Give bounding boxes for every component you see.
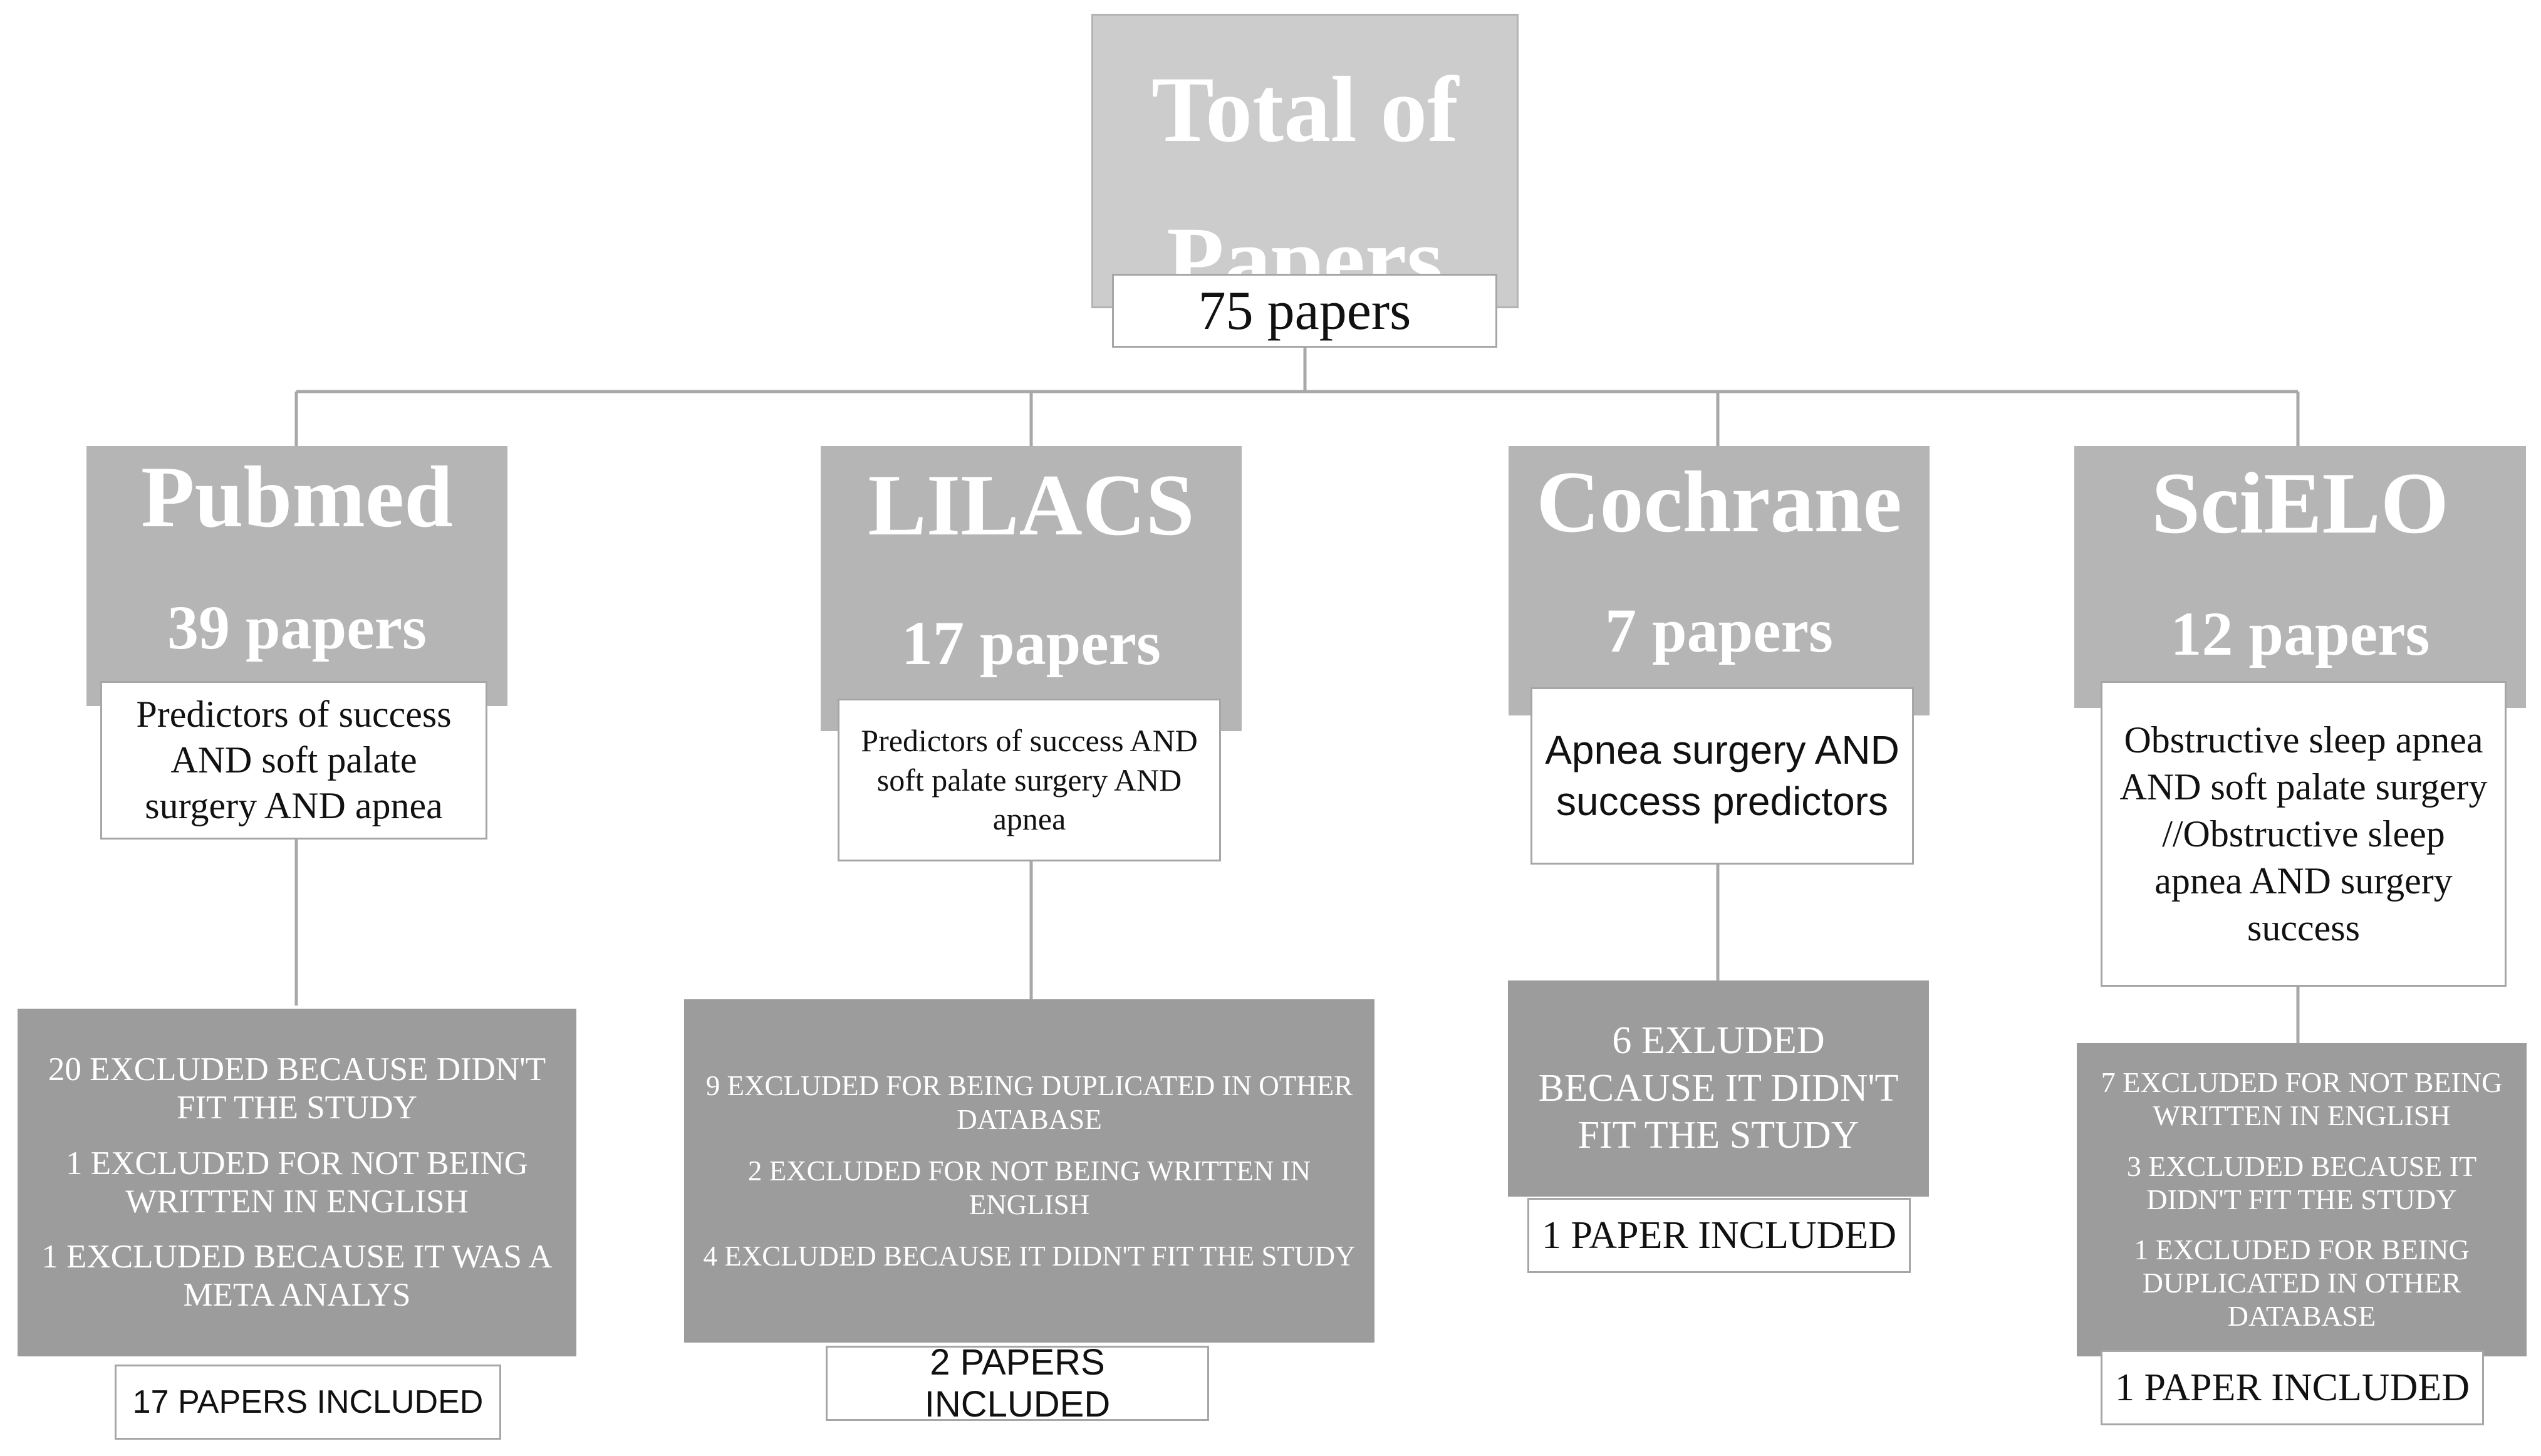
search-terms-cochrane: Apnea surgery AND success predictors: [1530, 687, 1914, 865]
exclusion-item: 3 EXCLUDED BECAUSE IT DIDN'T FIT THE STU…: [2126, 1150, 2477, 1215]
included-text-cochrane: 1 PAPER INCLUDED: [1541, 1214, 1897, 1257]
included-lilacs: 2 PAPERS INCLUDED: [826, 1342, 1209, 1425]
exclusions-pubmed: 20 EXCLUDED BECAUSE DIDN'T FIT THE STUDY…: [18, 1009, 576, 1356]
exclusion-item: 9 EXCLUDED FOR BEING DUPLICATED IN OTHER…: [705, 1070, 1353, 1135]
exclusion-item: 6 EXLUDED BECAUSE IT DIDN'T FIT THE STUD…: [1538, 1019, 1899, 1157]
total-count: 75 papers: [1198, 280, 1411, 341]
search-text-cochrane: Apnea surgery AND success predictors: [1545, 727, 1899, 824]
db-box-cochrane: Cochrane 7 papers: [1509, 446, 1930, 715]
search-text-pubmed: Predictors of success AND soft palate su…: [136, 693, 452, 827]
exclusion-item: 4 EXCLUDED BECAUSE IT DIDN'T FIT THE STU…: [703, 1240, 1356, 1272]
db-box-pubmed: Pubmed 39 papers: [86, 446, 507, 706]
exclusion-item: 20 EXCLUDED BECAUSE DIDN'T FIT THE STUDY: [48, 1051, 546, 1126]
search-terms-pubmed: Predictors of success AND soft palate su…: [100, 681, 487, 840]
db-count-lilacs: 17 papers: [902, 608, 1161, 678]
included-pubmed: 17 PAPERS INCLUDED: [115, 1365, 501, 1440]
db-count-scielo: 12 papers: [2170, 599, 2430, 668]
db-name-pubmed: Pubmed: [141, 449, 453, 546]
db-name-lilacs: LILACS: [868, 457, 1195, 554]
total-count-box: 75 papers: [1112, 274, 1497, 348]
included-cochrane: 1 PAPER INCLUDED: [1527, 1198, 1911, 1273]
db-name-scielo: SciELO: [2151, 455, 2449, 552]
exclusion-item: 1 EXCLUDED BECAUSE IT WAS A META ANALYS: [41, 1239, 553, 1314]
db-name-cochrane: Cochrane: [1536, 454, 1902, 551]
included-text-lilacs: 2 PAPERS INCLUDED: [924, 1342, 1111, 1425]
included-scielo: 1 PAPER INCLUDED: [2101, 1350, 2484, 1425]
db-count-pubmed: 39 papers: [167, 593, 427, 662]
included-text-pubmed: 17 PAPERS INCLUDED: [132, 1384, 484, 1420]
exclusions-lilacs: 9 EXCLUDED FOR BEING DUPLICATED IN OTHER…: [684, 999, 1374, 1343]
exclusion-item: 1 EXCLUDED FOR NOT BEING WRITTEN IN ENGL…: [65, 1145, 529, 1220]
exclusion-item: 2 EXCLUDED FOR NOT BEING WRITTEN IN ENGL…: [747, 1155, 1311, 1220]
search-terms-lilacs: Predictors of success AND soft palate su…: [838, 699, 1221, 861]
db-box-lilacs: LILACS 17 papers: [821, 446, 1242, 731]
exclusion-item: 7 EXCLUDED FOR NOT BEING WRITTEN IN ENGL…: [2101, 1066, 2503, 1131]
search-text-scielo: Obstructive sleep apnea AND soft palate …: [2119, 719, 2488, 949]
search-terms-scielo: Obstructive sleep apnea AND soft palate …: [2101, 681, 2507, 987]
included-text-scielo: 1 PAPER INCLUDED: [2114, 1366, 2470, 1409]
db-box-scielo: SciELO 12 papers: [2074, 446, 2526, 708]
exclusions-cochrane: 6 EXLUDED BECAUSE IT DIDN'T FIT THE STUD…: [1508, 980, 1929, 1197]
total-papers-box: Total of Papers: [1091, 14, 1519, 312]
search-text-lilacs: Predictors of success AND soft palate su…: [861, 723, 1198, 837]
exclusions-scielo: 7 EXCLUDED FOR NOT BEING WRITTEN IN ENGL…: [2077, 1043, 2527, 1356]
exclusion-item: 1 EXCLUDED FOR BEING DUPLICATED IN OTHER…: [2134, 1234, 2470, 1333]
db-count-cochrane: 7 papers: [1605, 596, 1833, 665]
